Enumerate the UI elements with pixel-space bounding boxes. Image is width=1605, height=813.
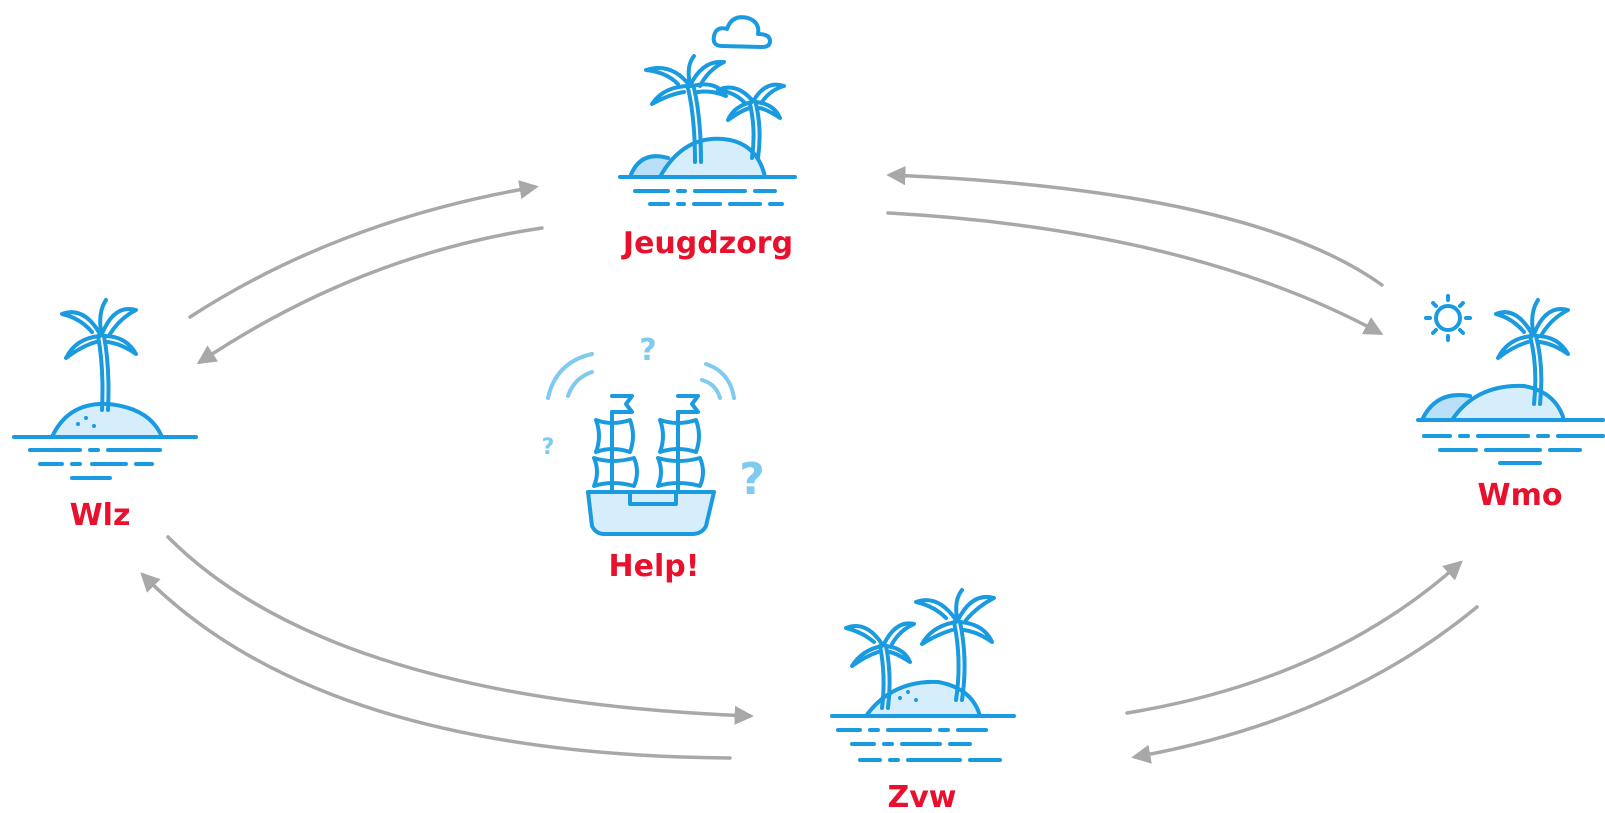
question-mark-icon: ?	[542, 435, 555, 460]
wmo-label: Wmo	[1478, 478, 1563, 513]
arrow-zvw-to-wlz	[140, 572, 732, 760]
zvw-node: Zvw	[830, 588, 1016, 813]
question-mark-icon: ?	[739, 454, 765, 505]
island-two-palms-cloud-icon	[618, 15, 797, 206]
wlz-label: Wlz	[70, 498, 131, 533]
help-node: ? ? ? Help!	[542, 333, 765, 584]
arrow-wlz-to-jeugdzorg	[188, 180, 539, 319]
zvw-label: Zvw	[887, 780, 956, 813]
wlz-node: Wlz	[12, 298, 198, 533]
arrow-wmo-to-jeugdzorg	[886, 166, 1384, 287]
arrows	[140, 166, 1479, 764]
help-label: Help!	[609, 549, 700, 584]
question-mark-icon: ?	[639, 333, 656, 368]
wmo-node: Wmo	[1416, 294, 1605, 513]
ship-question-icon: ? ? ?	[542, 333, 765, 536]
arrow-wlz-to-zvw	[166, 535, 754, 726]
jeugdzorg-node: Jeugdzorg	[618, 15, 797, 261]
arrow-jeugdzorg-to-wlz	[196, 226, 544, 365]
island-two-palms-icon	[830, 588, 1016, 762]
island-palm-sun-icon	[1416, 294, 1605, 465]
arrow-jeugdzorg-to-wmo	[886, 211, 1384, 335]
arrow-zvw-to-wmo	[1125, 560, 1463, 715]
island-one-palm-icon	[12, 298, 198, 480]
arrow-wmo-to-zvw	[1131, 605, 1479, 764]
jeugdzorg-label: Jeugdzorg	[621, 226, 793, 261]
